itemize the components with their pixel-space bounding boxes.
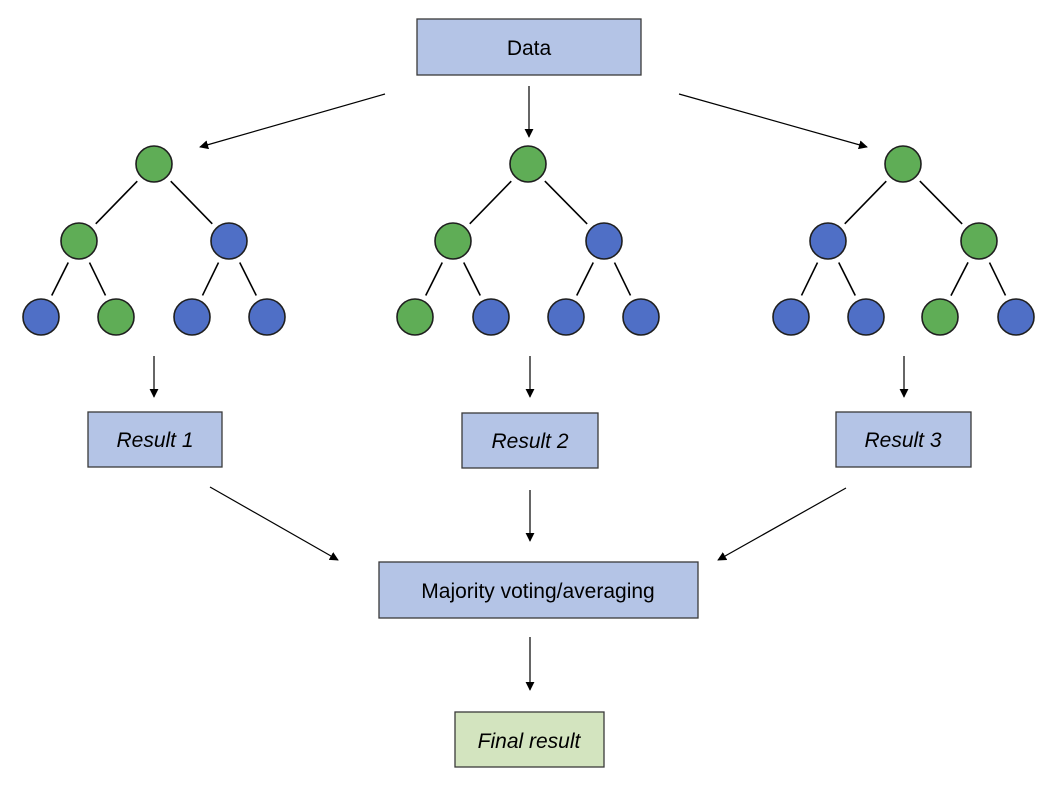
result-box-3: Result 3 (835, 411, 972, 468)
tree-leaf-node-green (396, 298, 434, 336)
tree-leaf-node-blue (772, 298, 810, 336)
tree-edge (544, 180, 588, 225)
data-box-label: Data (507, 37, 552, 60)
result-box-2-label: Result 2 (491, 430, 568, 453)
aggregate-box-label: Majority voting/averaging (421, 580, 654, 603)
result-to-aggregate-arrows (209, 486, 847, 561)
result-box-3-label: Result 3 (864, 429, 941, 452)
tree-leaf-node-green (97, 298, 135, 336)
tree-edge (51, 262, 69, 296)
tree-edge (844, 180, 887, 225)
tree-edge (613, 262, 632, 296)
decision-tree-2 (396, 145, 660, 336)
tree-internal-node-blue (809, 222, 847, 260)
tree-edge (95, 180, 138, 225)
tree-edge (201, 262, 220, 296)
tree-edge (950, 261, 969, 297)
tree-leaf-node-blue (547, 298, 585, 336)
tree-leaf-node-blue (997, 298, 1035, 336)
tree-internal-node-blue (210, 222, 248, 260)
tree-root-node-green (509, 145, 547, 183)
tree-leaf-node-blue (472, 298, 510, 336)
decision-tree-1 (22, 145, 286, 336)
tree-edge (988, 262, 1007, 296)
tree-internal-node-blue (585, 222, 623, 260)
result-box-1-label: Result 1 (116, 429, 193, 452)
tree-edge (576, 262, 594, 296)
tree-edge (88, 262, 107, 296)
data-box-rect (416, 18, 642, 76)
tree-leaf-node-blue (248, 298, 286, 336)
result-box-1: Result 1 (87, 411, 223, 468)
data-box: Data (416, 18, 642, 76)
arrow-data-to-tree-1 (199, 93, 386, 150)
tree-root-node-green (884, 145, 922, 183)
arrow-data-to-tree-3 (678, 93, 868, 150)
arrow-result-3-to-aggregate (717, 487, 847, 561)
tree-to-result-arrows (149, 356, 909, 398)
tree-leaf-node-green (921, 298, 959, 336)
decision-tree-3 (772, 145, 1035, 336)
tree-leaf-node-blue (622, 298, 660, 336)
result-box-2: Result 2 (461, 412, 599, 469)
tree-edge (469, 180, 512, 225)
result-box-1-rect (87, 411, 223, 468)
tree-internal-node-green (60, 222, 98, 260)
aggregate-box-rect (378, 561, 699, 619)
final-result-box: Final result (454, 711, 605, 768)
tree-root-node-green (135, 145, 173, 183)
final-result-box-label: Final result (478, 730, 582, 753)
tree-edge (919, 180, 963, 225)
tree-edge (239, 262, 257, 296)
tree-edge (800, 262, 819, 296)
tree-edge (838, 262, 856, 296)
tree-leaf-node-blue (22, 298, 60, 336)
data-to-tree-arrows (199, 86, 868, 150)
result-box-2-rect (461, 412, 599, 469)
aggregate-box: Majority voting/averaging (378, 561, 699, 619)
tree-leaf-node-blue (847, 298, 885, 336)
tree-internal-node-green (434, 222, 472, 260)
tree-leaf-node-blue (173, 298, 211, 336)
tree-edge (170, 180, 213, 225)
tree-edge (425, 262, 443, 296)
final-result-box-rect (454, 711, 605, 768)
tree-internal-node-green (960, 222, 998, 260)
tree-edge (463, 262, 481, 296)
arrow-result-1-to-aggregate (209, 486, 339, 561)
result-box-3-rect (835, 411, 972, 468)
